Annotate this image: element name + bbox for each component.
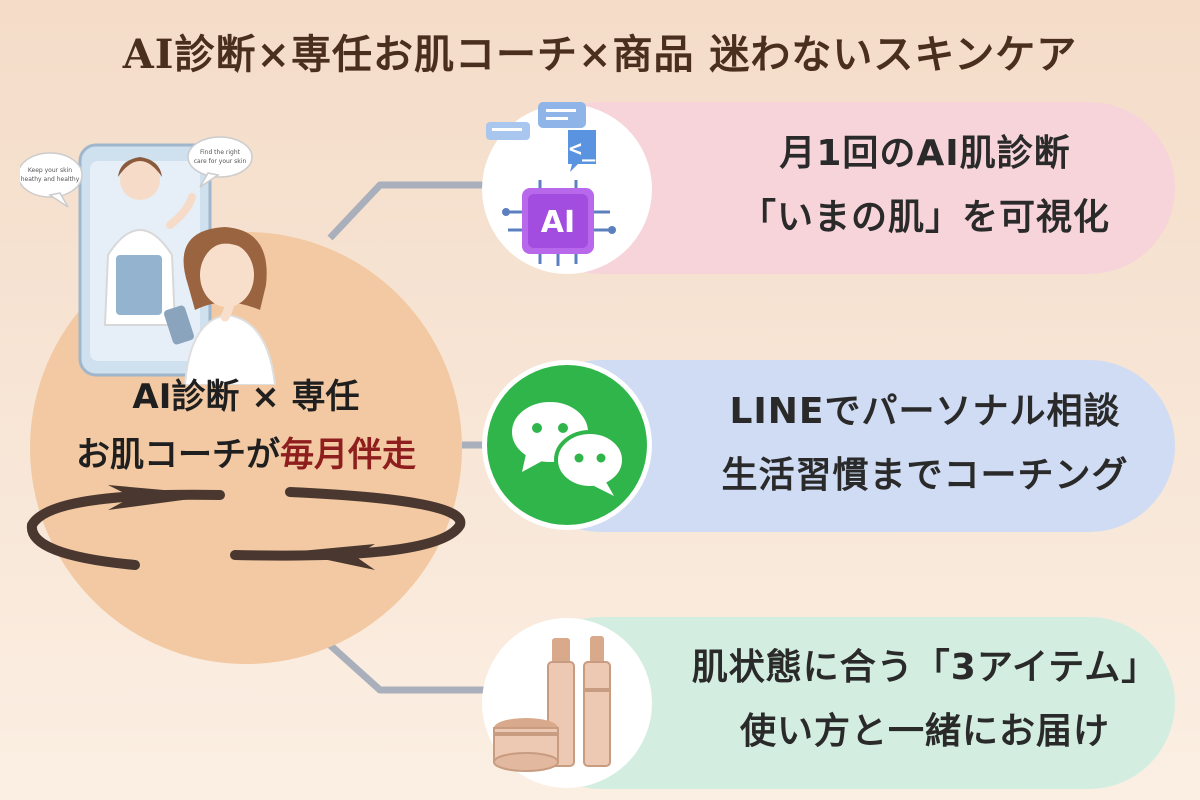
feature-3-line-2: 使い方と一緒にお届け (739, 711, 1110, 752)
chat-bubbles-icon (487, 365, 647, 525)
ai-chip-icon: <_ AI (486, 102, 616, 266)
hub-line-1: AI診断 × 専任 (132, 377, 360, 417)
svg-text:care for your skin: care for your skin (194, 158, 247, 165)
skincare-bottles-icon (493, 636, 611, 772)
cycle-arrows-icon (26, 485, 466, 570)
feature-text-line-consult: LINEでパーソナル相談 生活習慣までコーチング (690, 380, 1160, 508)
woman-figure (164, 227, 277, 385)
page-title: AI診断×専任お肌コーチ×商品 迷わないスキンケア (122, 31, 1078, 78)
feature-text-three-items: 肌状態に合う「3アイテム」 使い方と一緒にお届け (690, 636, 1160, 764)
svg-text:heathy and healthy: heathy and healthy (21, 176, 80, 183)
hub-line-2-accent: 毎月伴走 (280, 435, 416, 475)
svg-text:Find the right: Find the right (200, 149, 241, 156)
feature-2-line-2: 生活習慣までコーチング (721, 455, 1129, 496)
speech-bubble-left: Keep your skin heathy and healthy (20, 152, 83, 208)
hub-message: AI診断 × 専任 お肌コーチが毎月伴走 (30, 368, 462, 484)
code-symbol: <_ (569, 137, 596, 162)
coach-illustration: Keep your skin heathy and healthy Find t… (20, 136, 277, 385)
feature-3-line-1: 肌状態に合う「3アイテム」 (691, 647, 1159, 688)
feature-1-line-2: 「いまの肌」を可視化 (739, 197, 1110, 238)
coach-figure (103, 157, 196, 326)
hub-line-2: お肌コーチが毎月伴走 (30, 426, 462, 484)
feature-text-ai-diagnosis: 月1回のAI肌診断 「いまの肌」を可視化 (690, 122, 1160, 250)
ai-badge: AI (541, 205, 575, 240)
speech-bubble-right: Find the right care for your skin (187, 136, 253, 188)
hub-line-2-prefix: お肌コーチが (76, 435, 280, 475)
feature-1-line-1: 月1回のAI肌診断 (779, 133, 1071, 174)
feature-2-line-1: LINEでパーソナル相談 (729, 391, 1121, 432)
svg-text:Keep your skin: Keep your skin (28, 167, 72, 174)
